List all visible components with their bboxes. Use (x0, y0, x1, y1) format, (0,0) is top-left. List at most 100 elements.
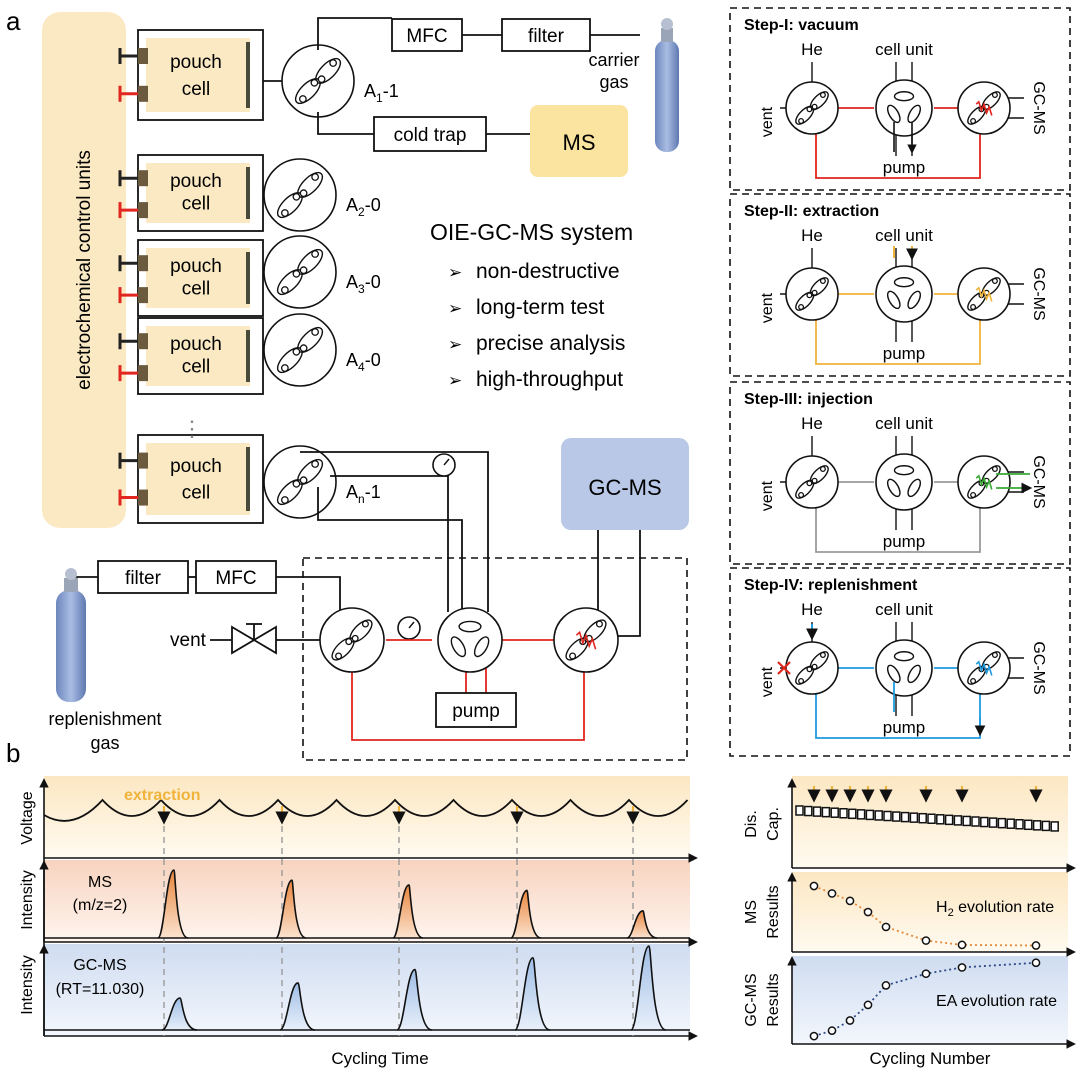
vent-label-main: vent (170, 630, 207, 651)
ms-peak-fill (511, 890, 541, 938)
valve-label-sub: 2 (358, 205, 365, 219)
ms-trace-label: (m/z=2) (73, 897, 128, 914)
gcms-peak-fill (162, 998, 197, 1030)
extraction-label: extraction (124, 787, 200, 804)
step-valve-left (785, 81, 839, 135)
cycle-band (792, 956, 1068, 1044)
valve-label: A1-1 (364, 81, 399, 105)
step-dashed-frame (729, 381, 1071, 565)
step-stubs (780, 436, 1024, 530)
timeline-band (44, 944, 690, 1036)
feature-item: precise analysis (476, 332, 625, 355)
pressure-gauge-top (432, 453, 456, 477)
mfc-label-bottom: MFC (215, 568, 256, 589)
selector-valve (281, 44, 355, 118)
h2-rate-point (1031, 941, 1041, 950)
step-label-he: He (801, 40, 823, 59)
cell-label: pouch (170, 256, 222, 277)
capacity-marker (936, 814, 945, 825)
step-label-cell-unit: cell unit (875, 600, 933, 619)
step-dashed-frame (729, 193, 1071, 377)
step-label-vent: vent (759, 480, 776, 511)
gcms-peak-fill (515, 957, 550, 1030)
valve-label: A2-0 (346, 195, 381, 219)
cell-ellipsis: ⋮ (181, 416, 203, 441)
cell-lead-red (118, 202, 138, 219)
cell-lead-red (118, 489, 138, 506)
gcms-box (561, 438, 689, 530)
dis-cap-label: Dis. (743, 810, 760, 838)
cell-terminal (138, 170, 148, 187)
cell-label: pouch (170, 334, 222, 355)
system-title: OIE-GC-MS system (430, 219, 633, 245)
step-valve-center (875, 265, 933, 323)
step-flow-line (815, 107, 981, 179)
step-title: Step-II: extraction (744, 203, 879, 220)
ea-rate-point (809, 1031, 819, 1041)
cell-body (146, 326, 250, 386)
capacity-marker (944, 814, 954, 826)
timeline-band (44, 776, 690, 858)
manifold-valve-right (553, 607, 619, 673)
filter-label-bottom: filter (125, 568, 162, 589)
step-valve-right (957, 641, 1011, 695)
step-valve-right (957, 455, 1011, 509)
voltage-curve (43, 798, 689, 822)
step-valve-right (957, 267, 1011, 321)
step-label-pump: pump (883, 158, 926, 177)
gcms-peak-fill (280, 982, 315, 1030)
capacity-marker (1041, 820, 1051, 832)
gcms-peak-fill (631, 946, 666, 1030)
feature-bullet-icon: ➢ (448, 263, 462, 282)
ms-peak (626, 909, 658, 939)
gcms-results-label: GC-MS (743, 973, 760, 1026)
pressure-gauge-mid (397, 616, 421, 640)
ms-trace-label: MS (88, 874, 112, 891)
capacity-marker (812, 806, 822, 817)
carrier-gas-cylinder (655, 18, 679, 152)
mfc-box-top (391, 18, 463, 52)
ms-label: MS (563, 130, 596, 155)
cold-trap-label: cold trap (394, 125, 467, 146)
step-dashed-frame (729, 567, 1071, 757)
step-label-pump: pump (883, 718, 926, 737)
cell-label: cell (182, 482, 211, 503)
carrier-gas-label-2: gas (599, 72, 628, 92)
cell-label: pouch (170, 52, 222, 73)
cell-terminal (138, 48, 148, 64)
cell-lead-red (118, 85, 138, 102)
feature-bullet-icon: ➢ (448, 371, 462, 390)
cell-label: pouch (170, 456, 222, 477)
ms-peak-fill (393, 884, 423, 938)
step-valve-left (785, 641, 839, 695)
valve-label-suffix: -1 (383, 81, 399, 101)
h2-rate-line (813, 885, 1037, 947)
gcms-peak (514, 956, 551, 1031)
h2-rate-point (881, 922, 891, 932)
capacity-marker (997, 817, 1007, 829)
step-title: Step-IV: replenishment (744, 577, 918, 594)
step-dashed-frame (729, 7, 1071, 191)
valve-label-suffix: -0 (365, 272, 381, 292)
step-label-he: He (801, 600, 823, 619)
cell-terminal (138, 287, 148, 304)
capacity-marker (918, 812, 927, 824)
cell-terminal (138, 489, 148, 506)
gcms-peak-fill (397, 969, 432, 1030)
ea-rate-point (921, 969, 931, 979)
step-label-gcms: GC-MS (1030, 81, 1047, 134)
step-label-cell-unit: cell unit (875, 414, 933, 433)
cell-body (146, 443, 250, 515)
flow-arrow (893, 682, 980, 734)
cell-body (146, 38, 250, 112)
replenishment-gas-cylinder (56, 568, 86, 702)
ms-peak (510, 889, 542, 939)
ea-rate-point (827, 1026, 837, 1035)
gcms-results-label: Results (765, 973, 782, 1026)
cold-trap-box (373, 116, 487, 152)
gcms-peak (630, 945, 667, 1031)
